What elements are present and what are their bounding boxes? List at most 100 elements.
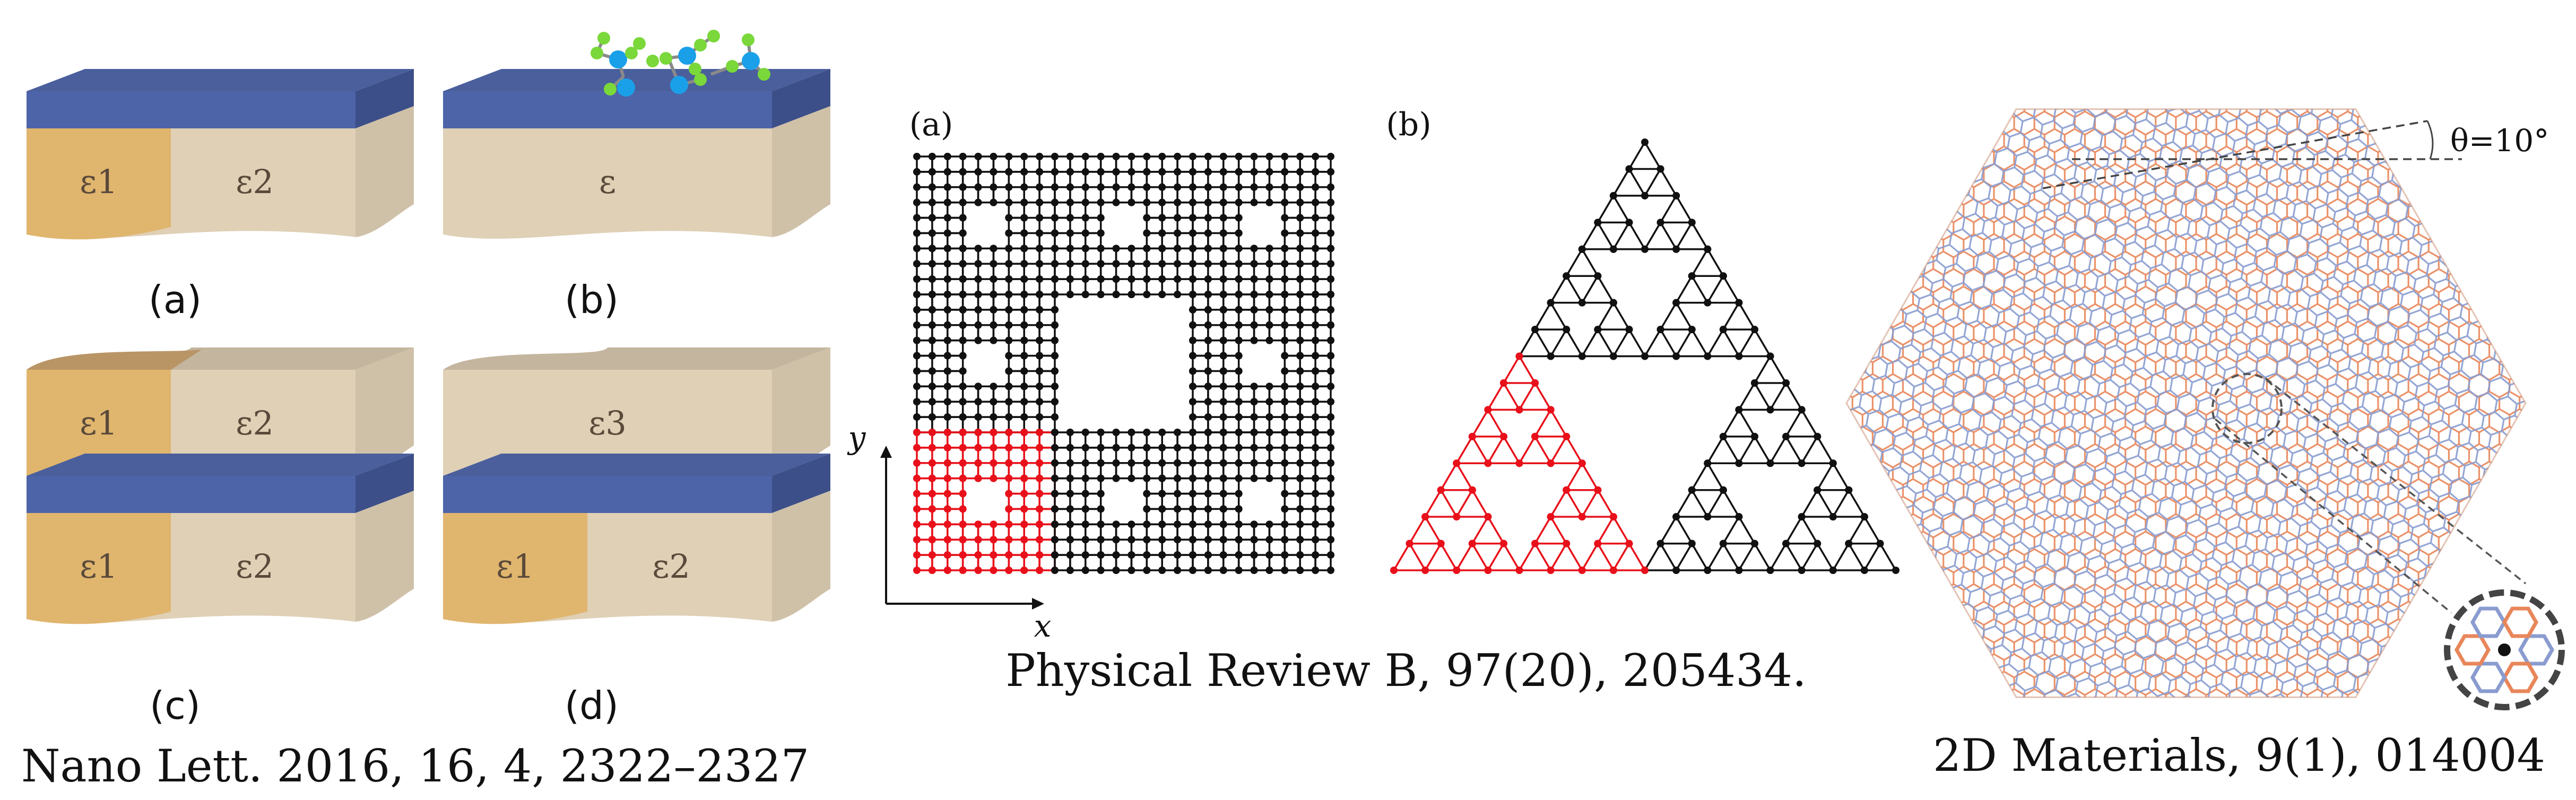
- lattice-site: [1594, 486, 1602, 494]
- lattice-site: [1097, 551, 1105, 559]
- lattice-site: [943, 505, 951, 513]
- lattice-site: [1204, 474, 1212, 482]
- lattice-site: [1547, 567, 1555, 574]
- hex-outline: [1845, 108, 2527, 698]
- lattice-site: [1719, 326, 1727, 334]
- slab-label: (b): [565, 277, 619, 322]
- lattice-site: [1609, 352, 1617, 360]
- gasket-triangle: [1721, 407, 1756, 438]
- lattice-site: [1296, 382, 1304, 390]
- lattice-site: [1189, 336, 1196, 344]
- lattice-site: [1020, 444, 1028, 451]
- lattice-site: [1204, 520, 1212, 528]
- lattice-site: [1081, 520, 1089, 528]
- gasket-triangle: [1706, 434, 1741, 464]
- lattice-site: [943, 260, 951, 268]
- lattice-site: [1204, 551, 1212, 559]
- lattice-site: [1051, 168, 1059, 176]
- lattice-site: [1750, 379, 1758, 387]
- lattice-site: [1563, 432, 1571, 440]
- lattice-site: [1250, 245, 1258, 253]
- lattice-site: [1081, 429, 1089, 436]
- lattice-site: [1020, 214, 1028, 222]
- lattice-site: [1127, 275, 1135, 283]
- lattice-site: [1235, 260, 1243, 268]
- lattice-site: [1814, 540, 1822, 547]
- lattice-site: [1020, 229, 1028, 237]
- lattice-site: [1020, 367, 1028, 375]
- lattice-site: [1036, 444, 1044, 451]
- lattice-site: [1296, 214, 1304, 222]
- lattice-site: [1158, 168, 1166, 176]
- lattice-site: [1097, 275, 1105, 283]
- lattice-site: [1097, 214, 1105, 222]
- gasket-triangle: [1611, 167, 1647, 197]
- gasket-triangle: [1580, 542, 1615, 571]
- lattice-site: [1704, 459, 1712, 467]
- lattice-site: [1235, 567, 1243, 574]
- lattice-site: [1250, 382, 1258, 390]
- gasket-triangle: [1580, 220, 1615, 250]
- gasket-triangle: [1580, 488, 1615, 518]
- lattice-site: [1656, 540, 1664, 547]
- lattice-site: [1281, 352, 1289, 360]
- lattice-site: [1281, 490, 1289, 498]
- lattice-site: [943, 567, 951, 574]
- lattice-site: [943, 198, 951, 206]
- lattice-site: [928, 229, 936, 237]
- lattice-site: [913, 275, 921, 283]
- lattice-site: [1281, 306, 1289, 314]
- lattice-site: [1250, 336, 1258, 344]
- lattice-site: [1189, 413, 1196, 421]
- gasket-triangle: [1627, 140, 1662, 170]
- lattice-site: [1609, 299, 1617, 307]
- blue-layer-top: [27, 454, 414, 476]
- lattice-site: [1296, 198, 1304, 206]
- lattice-site: [928, 367, 936, 375]
- lattice-site: [943, 336, 951, 344]
- lattice-site: [1143, 229, 1151, 237]
- lattice-site: [1594, 540, 1602, 547]
- lattice-site: [1735, 459, 1743, 467]
- lattice-site: [1296, 429, 1304, 436]
- gasket-triangle: [1706, 327, 1741, 358]
- blue-layer-front: [443, 91, 772, 128]
- lattice-site: [1051, 444, 1059, 451]
- lattice-site: [1296, 367, 1304, 375]
- lattice-site: [1250, 459, 1258, 467]
- blue-layer-side: [355, 454, 414, 513]
- lattice-site: [1327, 536, 1334, 544]
- lattice-site: [928, 382, 936, 390]
- lattice-site: [1081, 245, 1089, 253]
- lattice-site: [1250, 474, 1258, 482]
- lattice-site: [1097, 490, 1105, 498]
- lattice-site: [1174, 429, 1182, 436]
- lattice-site: [1814, 486, 1822, 494]
- lattice-site: [1020, 551, 1028, 559]
- gasket-triangle: [1675, 220, 1710, 250]
- lattice-site: [1204, 429, 1212, 436]
- lattice-site: [974, 198, 982, 206]
- lattice-site: [990, 536, 998, 544]
- lattice-site: [1020, 168, 1028, 176]
- lattice-site: [1158, 183, 1166, 191]
- lattice-site: [1860, 567, 1868, 574]
- lattice-site: [1020, 382, 1028, 390]
- lattice-site: [1143, 291, 1151, 298]
- lattice-site: [1020, 321, 1028, 329]
- lattice-site: [1219, 229, 1227, 237]
- lattice-site: [1189, 474, 1196, 482]
- lattice-site: [943, 490, 951, 498]
- gasket-triangle: [1611, 220, 1647, 250]
- lattice-site: [974, 168, 982, 176]
- lattice-site: [1766, 459, 1774, 467]
- lattice-site: [1327, 153, 1334, 160]
- lattice-site: [1051, 306, 1059, 314]
- lattice-site: [1735, 352, 1743, 360]
- lattice-site: [959, 382, 967, 390]
- lattice-site: [1158, 291, 1166, 298]
- gasket-triangle: [1737, 542, 1772, 571]
- lattice-site: [1235, 306, 1243, 314]
- lattice-site: [959, 413, 967, 421]
